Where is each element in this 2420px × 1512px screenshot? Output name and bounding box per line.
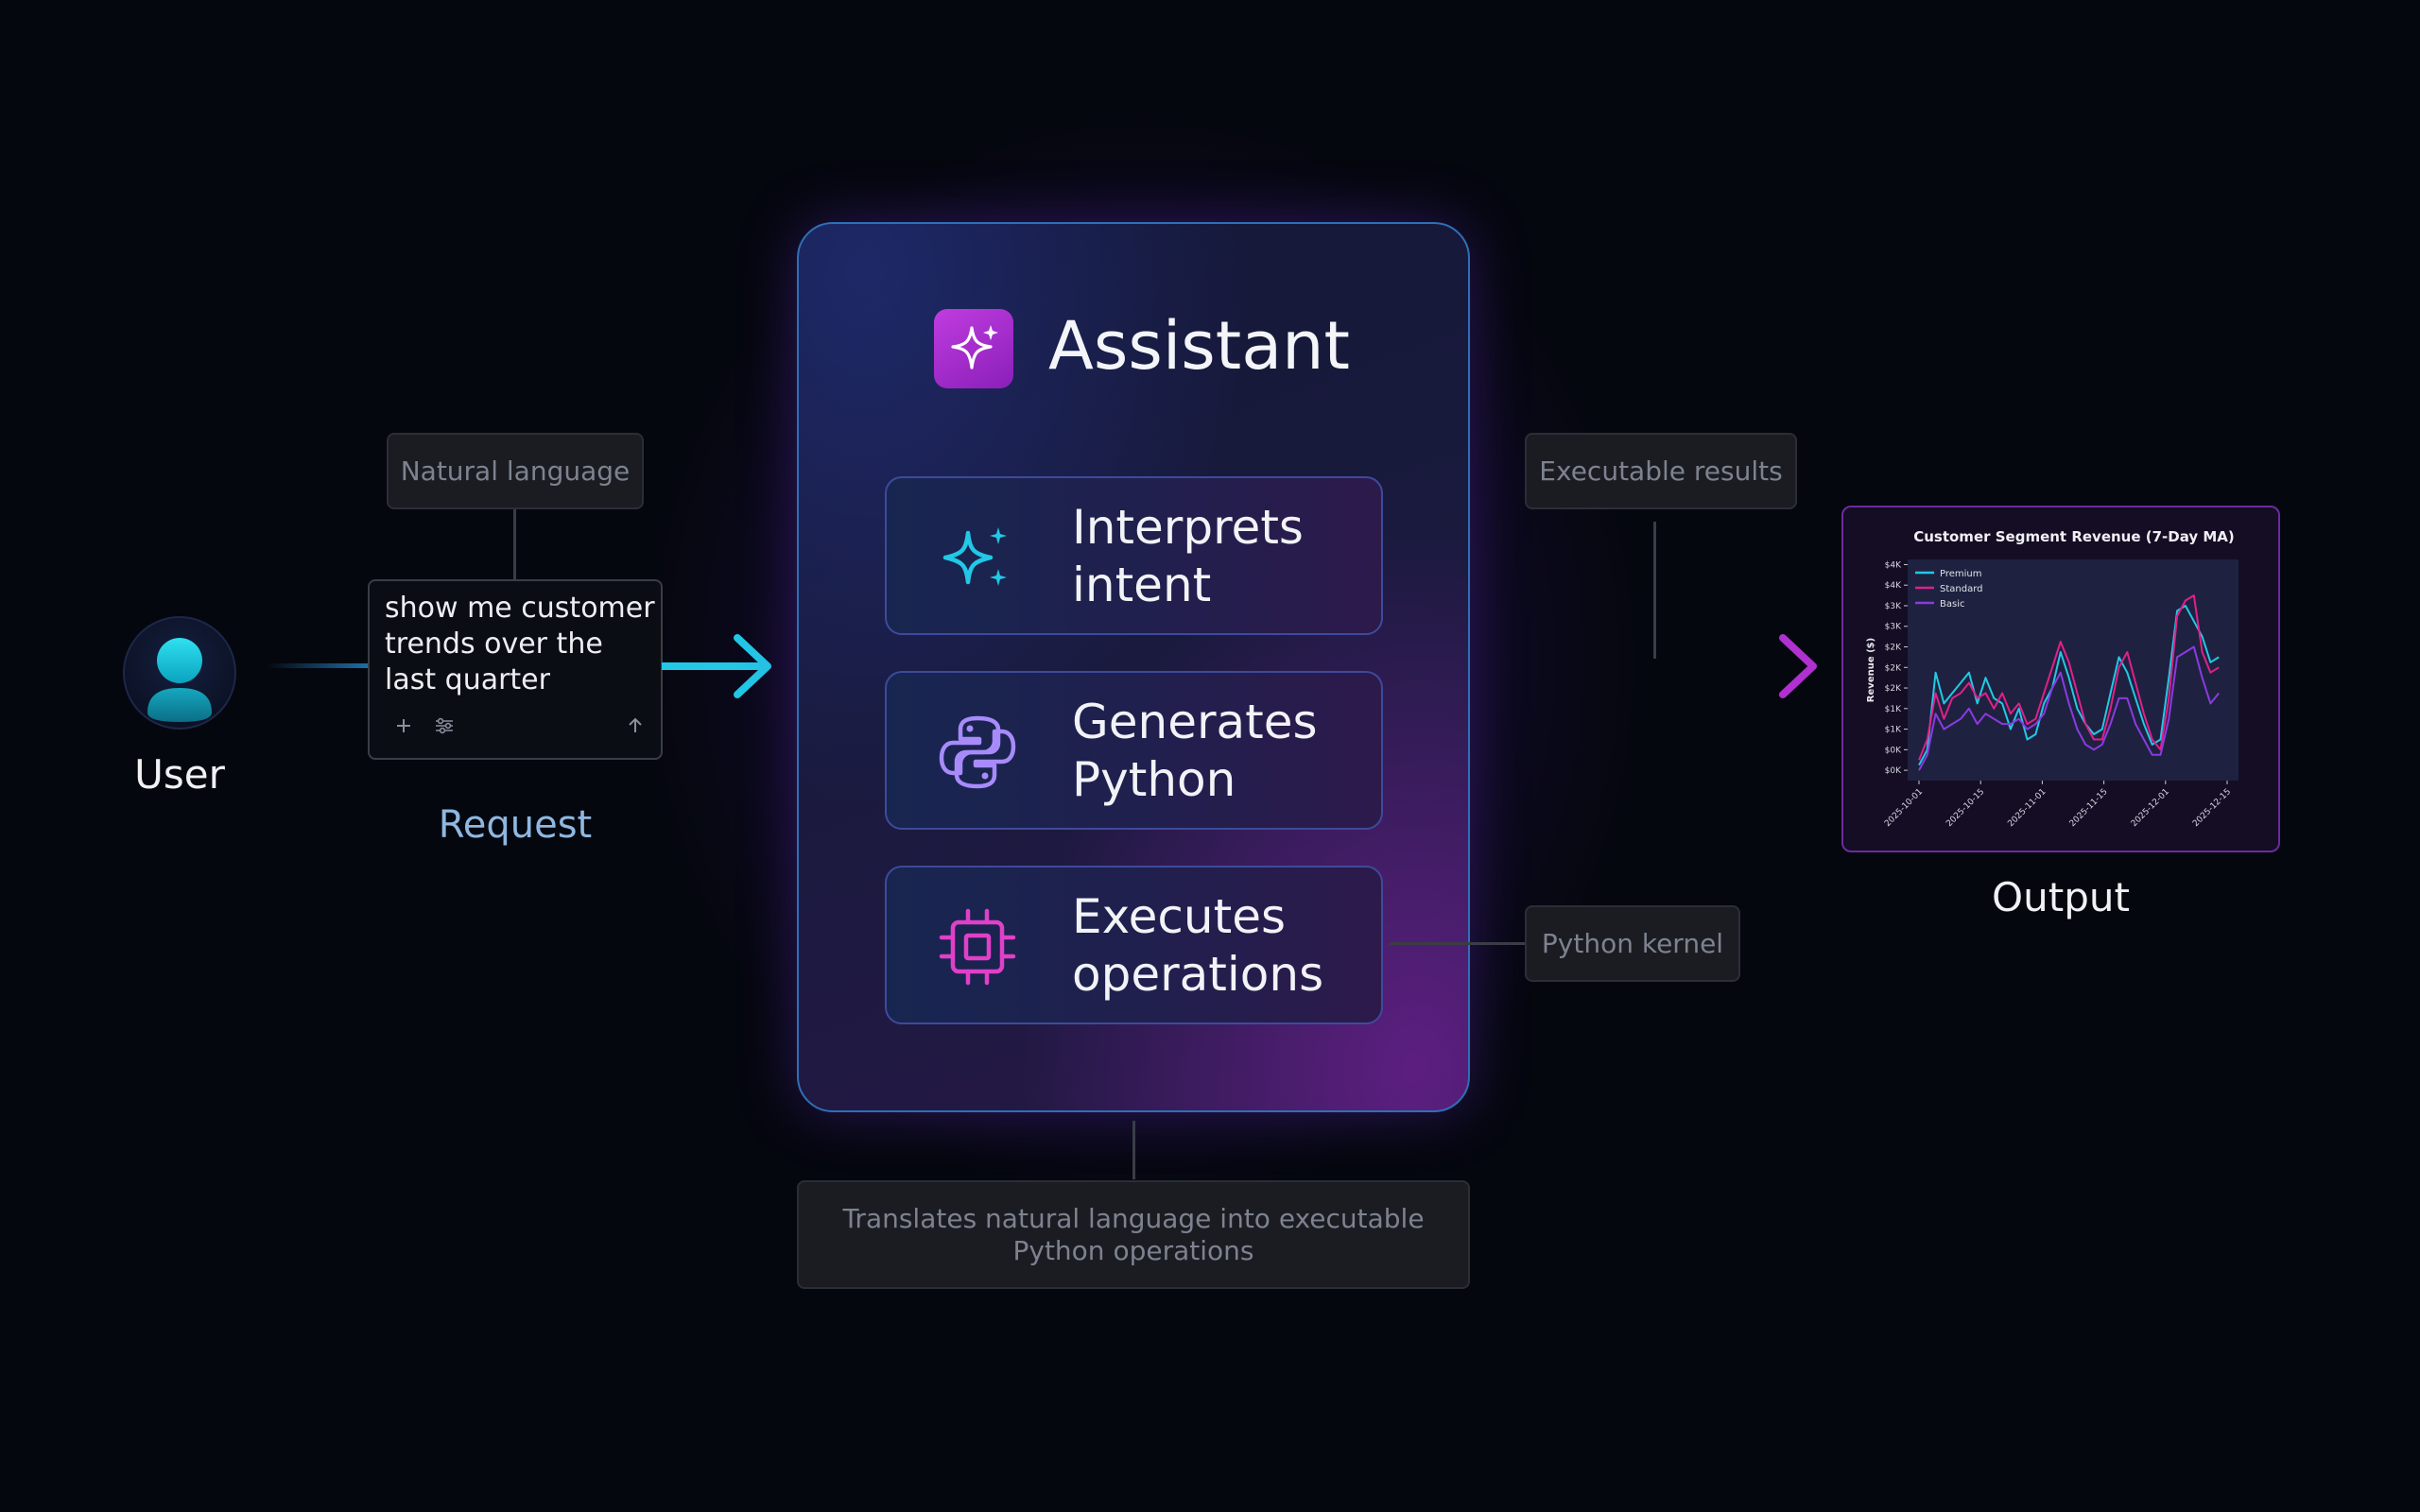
user-label: User	[134, 751, 225, 798]
feature-label: Interprets intent	[1072, 500, 1304, 612]
user-avatar	[123, 616, 236, 730]
tag-connector	[513, 509, 516, 579]
y-tick-label: $0K	[1885, 746, 1902, 755]
python-icon	[939, 715, 1016, 789]
y-tick-label: $2K	[1885, 663, 1902, 673]
y-tick-label: $3K	[1885, 602, 1902, 611]
sparkles-icon	[942, 527, 1007, 586]
chart-title: Customer Segment Revenue (7-Day MA)	[1913, 528, 2235, 545]
user-connector	[267, 663, 369, 668]
person-icon	[147, 638, 212, 722]
arrow-to-assistant	[662, 634, 771, 698]
sparkle-icon	[951, 325, 998, 369]
output-label: Output	[1992, 874, 2130, 920]
send-arrow-icon[interactable]	[627, 716, 644, 735]
feature-label: Executes operations	[1072, 889, 1324, 1002]
sliders-icon[interactable]	[434, 716, 455, 735]
plot-area	[1908, 559, 2238, 781]
kernel-connector	[1390, 942, 1525, 945]
executable-results-tag: Executable results	[1525, 433, 1797, 509]
y-tick-label: $1K	[1885, 726, 1902, 735]
description-text: Translates natural language into executa…	[842, 1202, 1425, 1266]
assistant-card: Assistant Interprets intent Generates Py…	[797, 222, 1470, 1112]
request-label: Request	[438, 803, 593, 847]
series-line-premium	[1918, 605, 2220, 766]
plus-icon[interactable]	[394, 716, 413, 735]
natural-language-tag: Natural language	[387, 433, 644, 509]
x-tick-label: 2025-11-15	[2068, 787, 2110, 829]
y-tick-label: $2K	[1885, 684, 1902, 694]
results-connector	[1653, 522, 1656, 659]
arrow-to-output	[1550, 634, 1817, 698]
x-tick-label: 2025-12-01	[2130, 787, 2171, 829]
description-box: Translates natural language into executa…	[797, 1180, 1470, 1289]
feature-executes-operations: Executes operations	[885, 866, 1383, 1024]
feature-generates-python: Generates Python	[885, 671, 1383, 830]
series-line-basic	[1918, 645, 2220, 771]
y-tick-label: $4K	[1885, 581, 1902, 591]
x-tick-label: 2025-10-01	[1883, 787, 1925, 829]
assistant-logo	[934, 309, 1013, 388]
y-tick-label: $4K	[1885, 560, 1902, 570]
legend-label: Premium	[1940, 569, 1982, 579]
revenue-line-chart: Customer Segment Revenue (7-Day MA) Reve…	[1866, 528, 2238, 829]
y-tick-label: $3K	[1885, 623, 1902, 632]
x-tick-label: 2025-11-01	[2006, 787, 2048, 829]
feature-interprets-intent: Interprets intent	[885, 476, 1383, 635]
legend-label: Basic	[1940, 599, 1964, 610]
chip-icon	[939, 908, 1016, 986]
output-chart-card: Customer Segment Revenue (7-Day MA) Reve…	[1841, 506, 2280, 852]
feature-label: Generates Python	[1072, 695, 1318, 807]
y-axis-label: Revenue ($)	[1866, 638, 1876, 702]
x-tick-label: 2025-10-15	[1945, 787, 1986, 829]
y-tick-label: $1K	[1885, 705, 1902, 714]
x-tick-label: 2025-12-15	[2191, 787, 2233, 829]
description-connector	[1132, 1121, 1135, 1179]
request-input[interactable]: show me customer trends over the last qu…	[368, 579, 663, 760]
python-kernel-tag: Python kernel	[1525, 905, 1740, 982]
legend-label: Standard	[1940, 584, 1983, 594]
request-text: show me customer trends over the last qu…	[385, 592, 655, 696]
assistant-title: Assistant	[1048, 307, 1350, 385]
y-tick-label: $0K	[1885, 766, 1902, 776]
series-line-standard	[1918, 594, 2220, 761]
y-tick-label: $2K	[1885, 644, 1902, 653]
